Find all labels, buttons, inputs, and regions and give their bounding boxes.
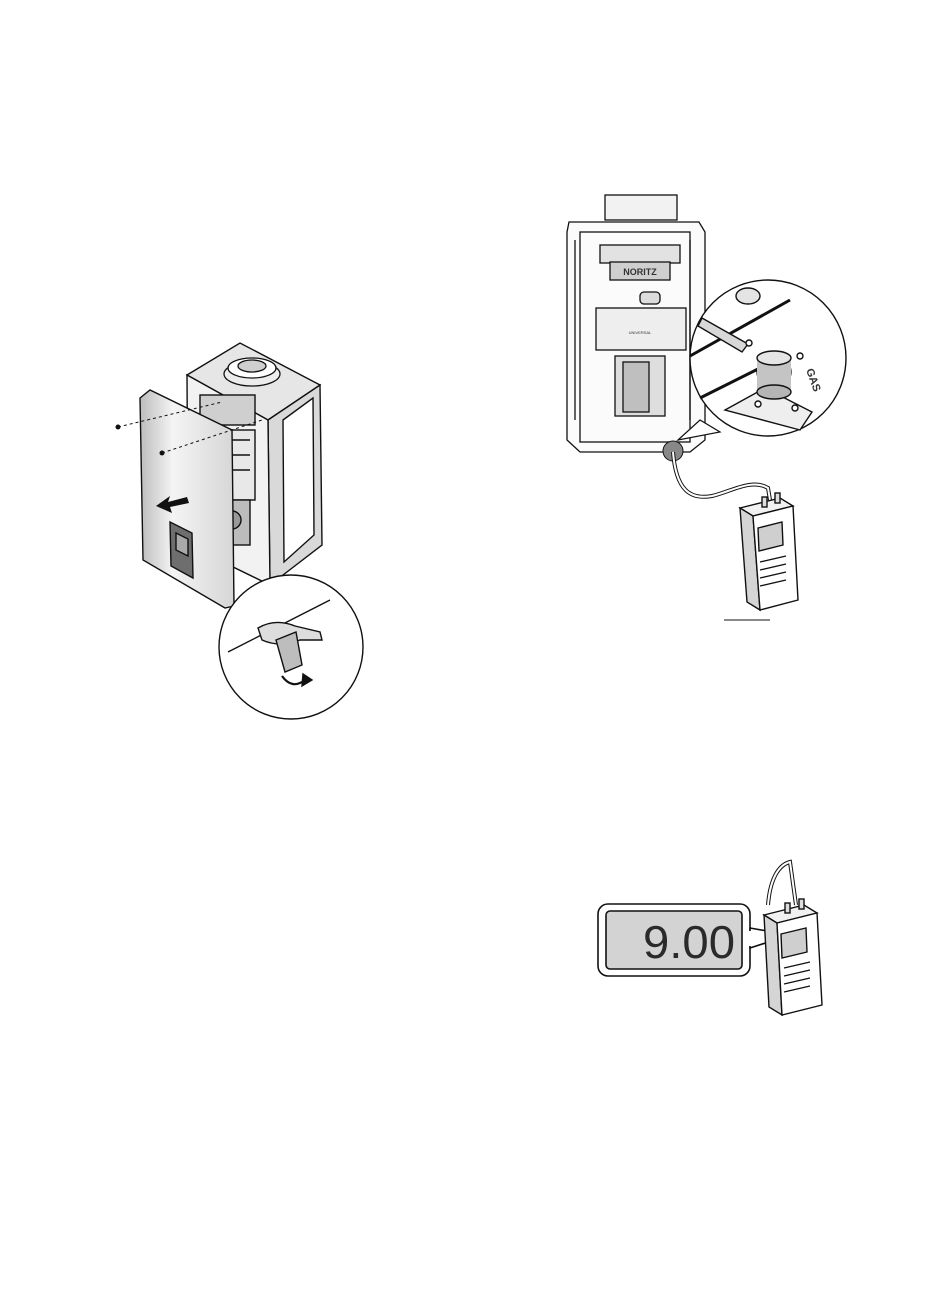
exhaust-collar	[224, 358, 280, 386]
manometer-icon	[764, 899, 822, 1015]
manometer-display-value: 9.00	[643, 916, 735, 968]
screw-icon	[160, 451, 165, 456]
latch-detail-circle	[219, 575, 363, 719]
gas-pressure-figure: NORITZ UNIVERSAL GAS	[560, 190, 860, 630]
gas-port-detail-circle	[690, 280, 846, 436]
cover-removal-figure	[100, 330, 400, 730]
brand-label: NORITZ	[623, 267, 657, 277]
screw-icon	[116, 425, 121, 430]
manometer-reading-figure: 9.00	[590, 855, 840, 1035]
heater-front	[567, 195, 705, 452]
manometer-icon	[740, 493, 798, 610]
panel-label: UNIVERSAL	[629, 330, 652, 335]
